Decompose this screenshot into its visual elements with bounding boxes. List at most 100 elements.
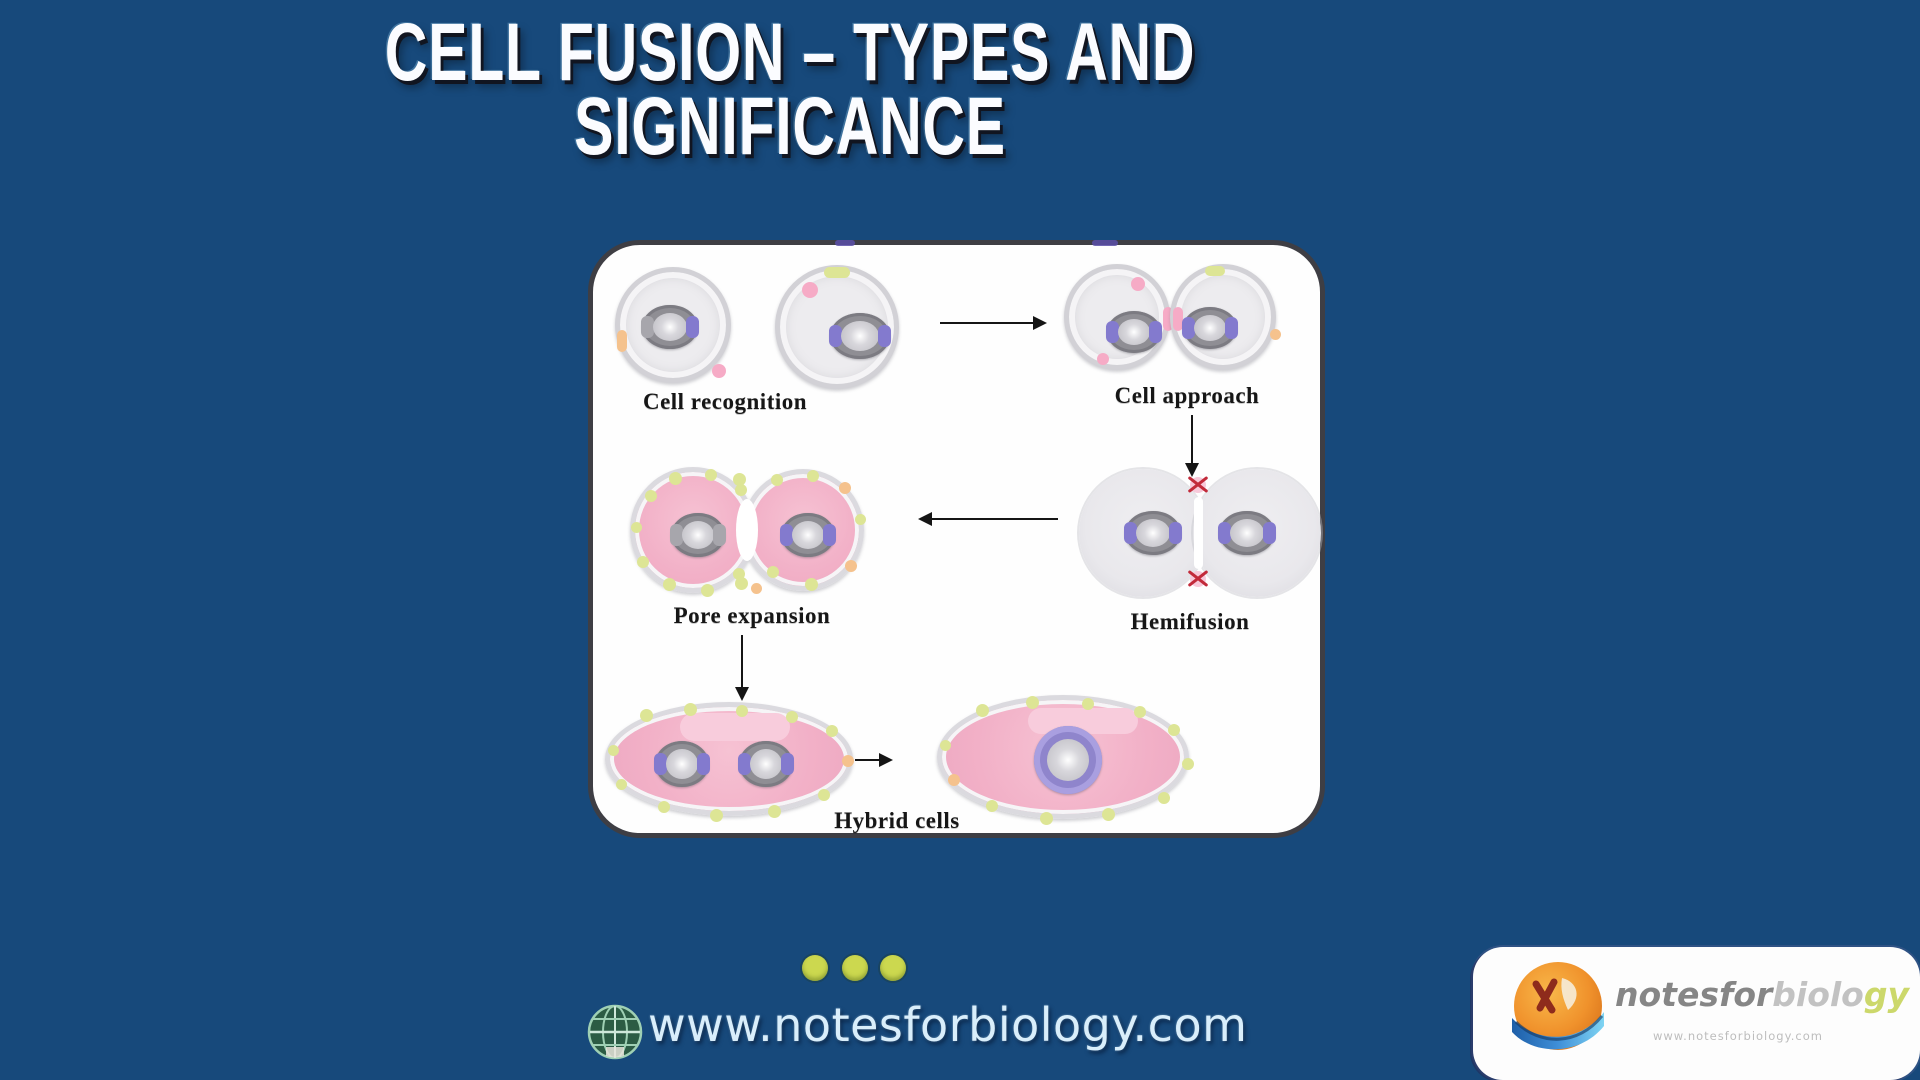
pore-expansion-cell-right	[742, 469, 866, 591]
label-hemifusion: Hemifusion	[1130, 609, 1250, 634]
membrane-speck	[1082, 698, 1094, 710]
hybrid-fused-cell	[937, 695, 1194, 825]
membrane-speck	[1097, 353, 1109, 365]
website-url: www.notesforbiology.com	[648, 998, 1248, 1052]
panel-edge-artifact	[1092, 240, 1118, 246]
membrane-speck	[805, 578, 818, 591]
nucleus-cap	[1106, 321, 1119, 343]
hemifusion-cell-right	[1193, 469, 1321, 597]
membrane-speck	[839, 482, 851, 494]
membrane-speck	[1102, 808, 1115, 821]
nucleus-cap	[1225, 317, 1238, 339]
brand-logo-card: notesforbiology www.notesforbiology.com	[1473, 947, 1920, 1080]
membrane-speck	[1182, 758, 1194, 770]
fusion-pore	[736, 499, 758, 561]
membrane-speck	[824, 267, 850, 278]
brand-name-part1: notesfor	[1615, 975, 1773, 1014]
page-title-line2: SIGNIFICANCE	[574, 81, 1006, 172]
membrane-speck	[845, 560, 857, 572]
cell-approach-cell-right	[1170, 264, 1281, 370]
membrane-speck	[663, 578, 676, 591]
membrane-speck	[616, 779, 627, 790]
membrane-speck	[768, 805, 781, 818]
nucleus	[780, 513, 836, 557]
nucleus-cap	[1149, 321, 1162, 343]
nucleus	[1182, 307, 1238, 349]
membrane-speck	[807, 470, 819, 482]
membrane-speck	[684, 703, 697, 716]
nucleus	[641, 305, 699, 349]
membrane-speck	[658, 801, 670, 813]
label-pore-expansion: Pore expansion	[673, 603, 831, 628]
membrane-speck	[735, 577, 748, 590]
arrow-head	[1033, 316, 1047, 330]
decorative-dot	[802, 955, 828, 981]
membrane-speck	[802, 282, 818, 298]
membrane-speck	[786, 711, 798, 723]
membrane-speck	[1173, 307, 1183, 331]
membrane-speck	[1270, 329, 1281, 340]
nucleus-core	[1194, 315, 1226, 341]
membrane-speck	[710, 809, 723, 822]
brand-name-part2: biolo	[1772, 975, 1864, 1014]
nucleus-cap	[1124, 522, 1137, 544]
membrane-speck	[855, 514, 866, 525]
nucleus-cap	[686, 316, 699, 338]
nucleus-cap	[878, 325, 891, 347]
membrane-speck	[940, 740, 951, 751]
membrane-speck	[637, 556, 649, 568]
cytoplasm-highlight	[680, 713, 790, 741]
decorative-dot	[842, 955, 868, 981]
diagram-panel: Cell recognition Cell approach	[588, 240, 1325, 838]
membrane-speck	[733, 473, 746, 486]
arrow-pore-to-hybrid	[741, 635, 743, 689]
page-title: CELL FUSION – TYPES AND SIGNIFICANCE	[221, 12, 1359, 172]
cell-approach-cell-left	[1064, 264, 1173, 370]
nucleus-core	[1230, 519, 1264, 547]
hybrid-nucleus	[1034, 726, 1102, 794]
nucleus	[1218, 511, 1276, 555]
nucleus-cap	[823, 524, 836, 546]
membrane-speck	[712, 364, 726, 378]
membrane-speck	[669, 472, 682, 485]
label-hybrid-cells: Hybrid cells	[834, 808, 960, 833]
membrane-speck	[1205, 266, 1225, 276]
nucleus-cap	[1218, 522, 1231, 544]
nucleus-cap	[713, 524, 726, 546]
nucleus	[829, 313, 891, 359]
nucleus-cap	[697, 753, 710, 775]
membrane-speck	[617, 330, 627, 352]
nucleus-cap	[1169, 522, 1182, 544]
hybrid-binucleate-cell	[605, 702, 854, 822]
hemifusion-gap	[1194, 497, 1203, 569]
nucleus	[1106, 311, 1162, 353]
nucleus-core	[653, 313, 687, 341]
membrane-speck	[736, 705, 748, 717]
nucleus-core	[1047, 739, 1089, 781]
membrane-speck	[818, 789, 830, 801]
brand-tagline: www.notesforbiology.com	[1653, 1029, 1823, 1043]
membrane-speck	[1163, 307, 1173, 331]
membrane-speck	[1026, 696, 1039, 709]
nucleus	[738, 741, 794, 787]
nucleus	[670, 513, 726, 557]
arrow-head	[918, 512, 932, 526]
membrane-speck	[640, 709, 653, 722]
cell-recognition-cell-left	[615, 267, 731, 383]
nucleus-cap	[738, 753, 751, 775]
arrow-hemifusion-to-pore	[932, 518, 1058, 520]
hemifusion-x-mark-top	[1186, 473, 1210, 497]
membrane-speck	[976, 704, 989, 717]
label-cell-approach: Cell approach	[1114, 383, 1260, 408]
nucleus-cap	[780, 524, 793, 546]
nucleus-core	[750, 749, 782, 779]
membrane-speck	[735, 484, 747, 496]
panel-edge-artifact	[835, 240, 855, 246]
brand-name: notesforbiology	[1615, 975, 1909, 1014]
nucleus-cap	[1182, 317, 1195, 339]
decorative-dot	[880, 955, 906, 981]
arrow-approach-to-hemifusion	[1191, 415, 1193, 465]
brand-emblem-icon	[1506, 958, 1610, 1062]
membrane-speck	[701, 584, 714, 597]
membrane-speck	[1040, 812, 1053, 825]
